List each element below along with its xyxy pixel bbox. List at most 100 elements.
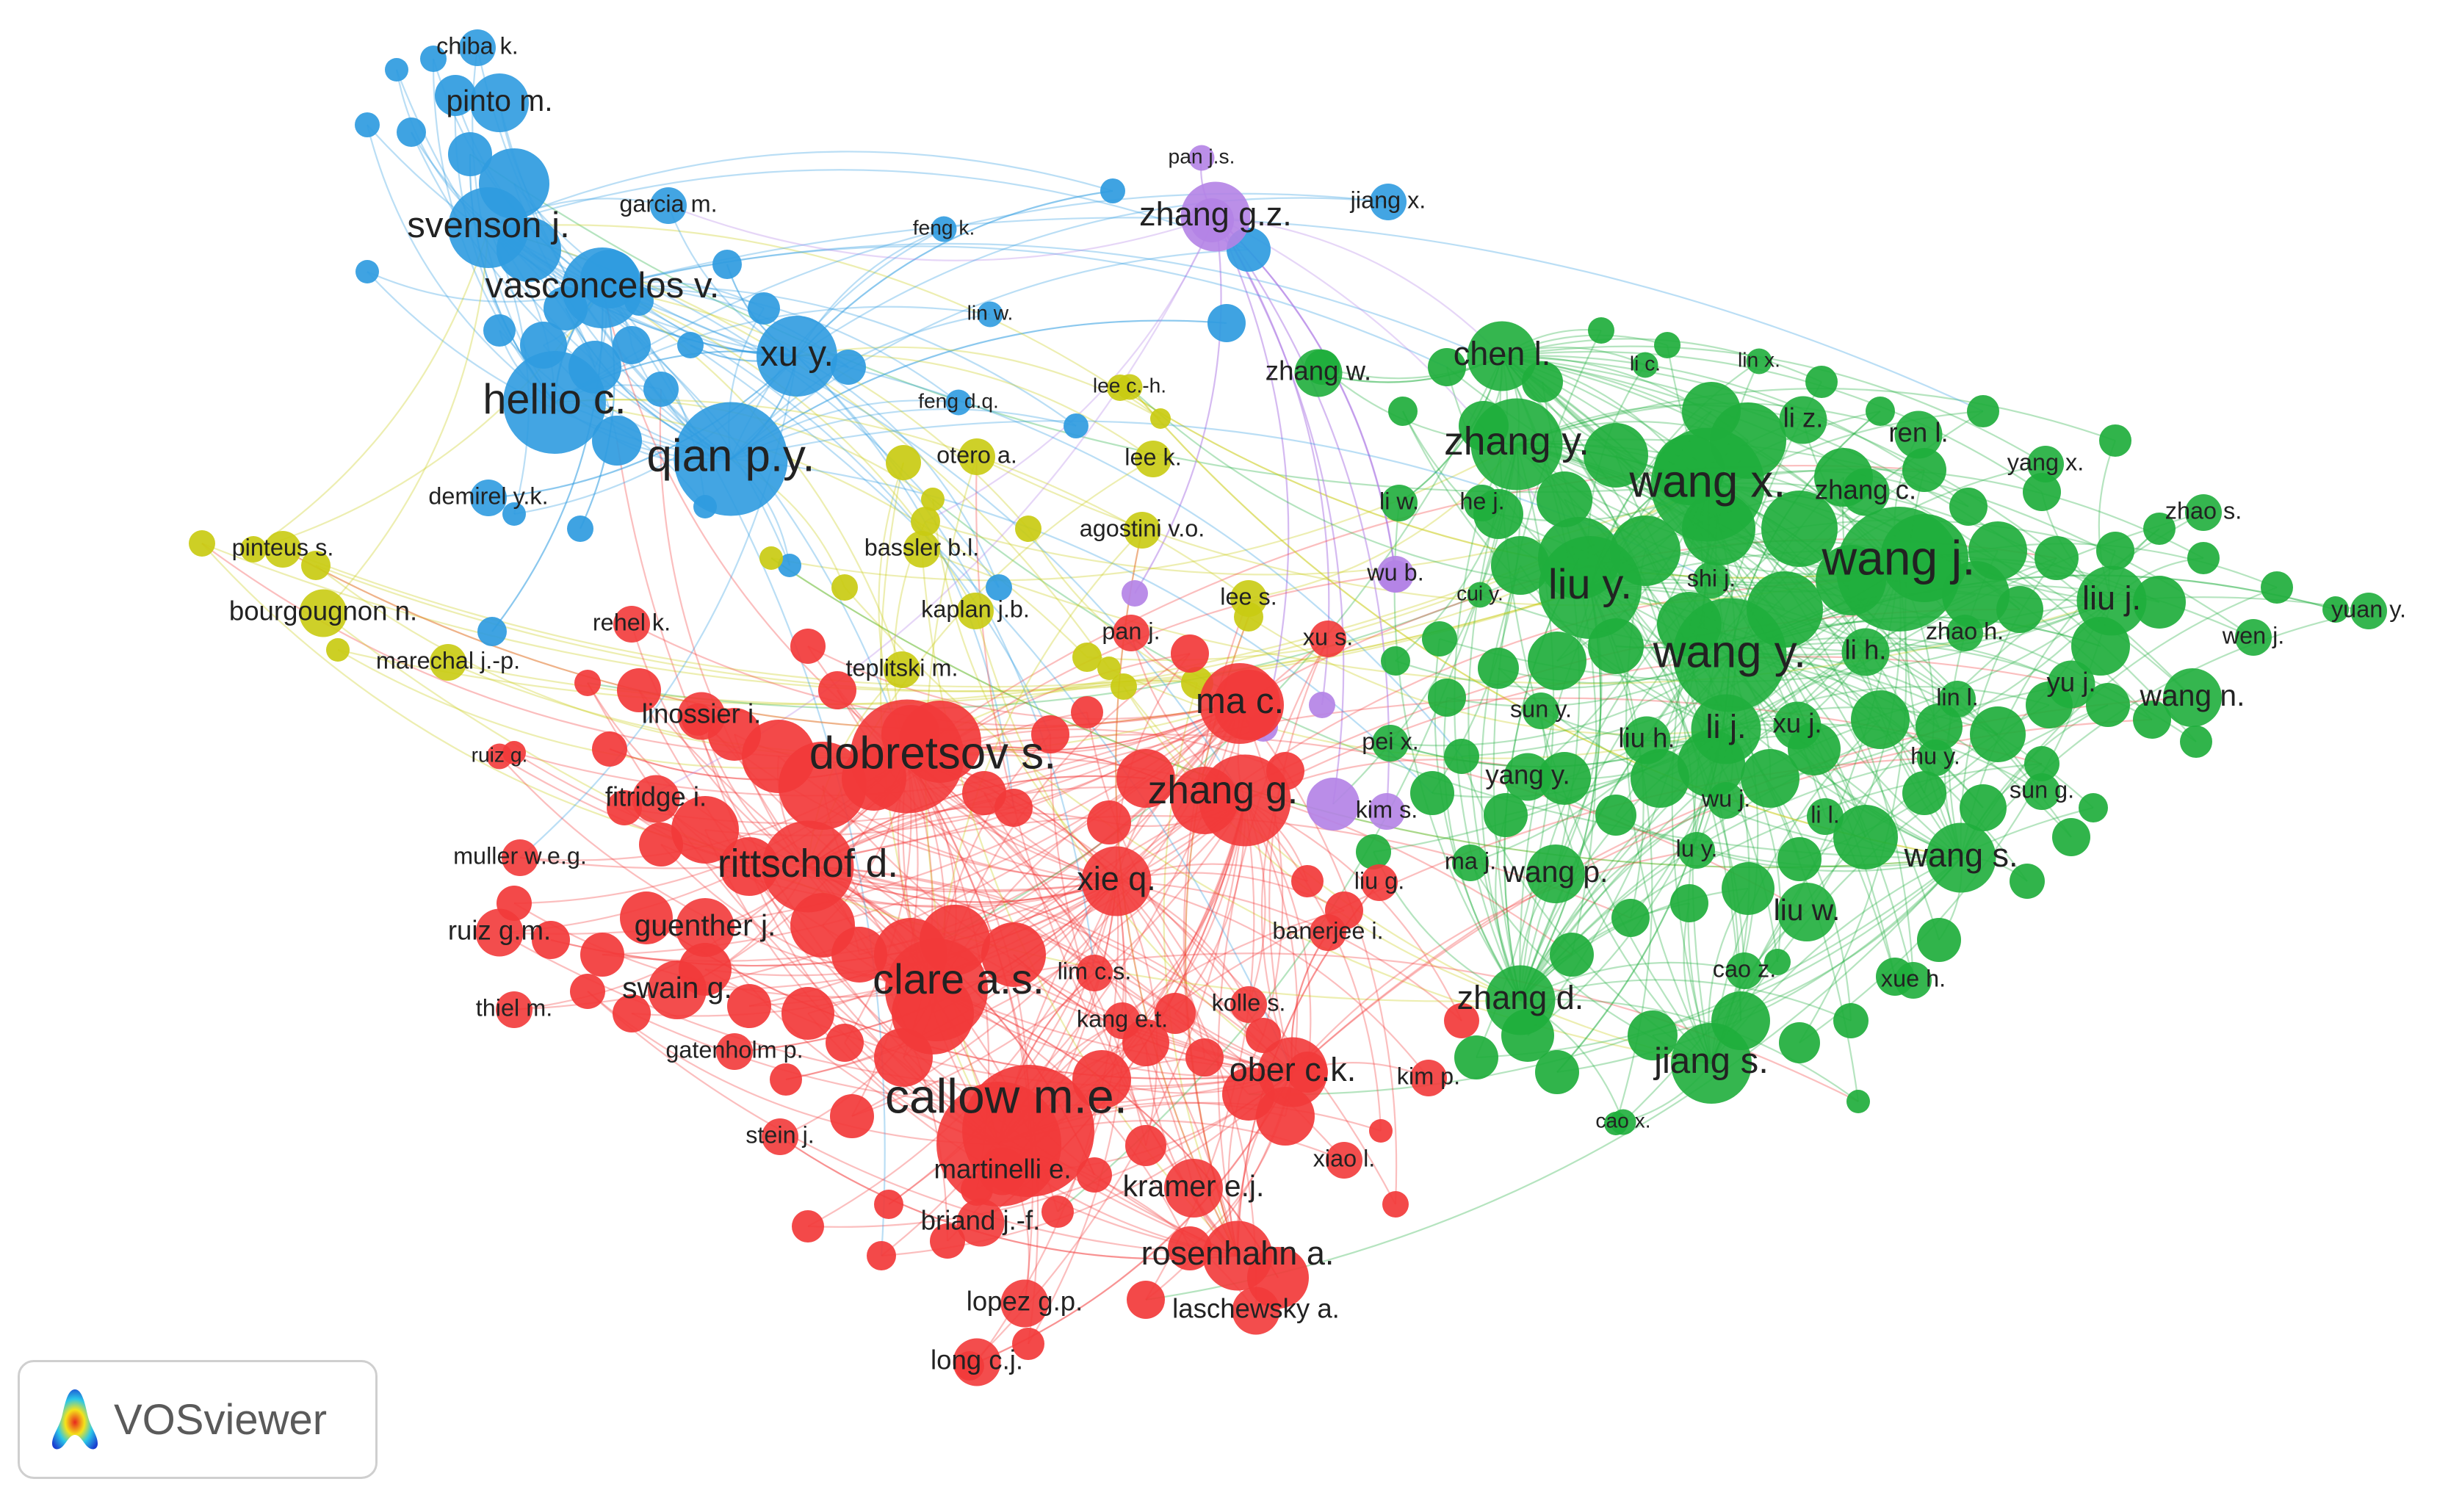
network-node[interactable]	[1539, 536, 1642, 639]
node-label[interactable]: hellio c.	[483, 376, 626, 423]
network-node[interactable]	[1164, 1159, 1223, 1218]
node-label[interactable]: kim s.	[1356, 797, 1418, 823]
node-label[interactable]: yu j.	[2046, 668, 2095, 698]
node-label[interactable]: teplitski m.	[846, 655, 958, 681]
network-node[interactable]	[448, 187, 529, 268]
node-label[interactable]: chiba k.	[436, 33, 519, 59]
network-node[interactable]	[1610, 1109, 1636, 1135]
network-node[interactable]	[1526, 844, 1585, 903]
node-label[interactable]: kolle s.	[1212, 990, 1286, 1016]
network-node[interactable]	[1368, 793, 1405, 830]
network-node[interactable]	[1113, 615, 1149, 651]
network-node[interactable]	[2235, 619, 2272, 656]
network-node[interactable]	[496, 991, 532, 1028]
network-node[interactable]	[648, 961, 707, 1019]
node-label[interactable]: lee s.	[1220, 584, 1277, 610]
network-node[interactable]	[1779, 396, 1827, 444]
network-node[interactable]	[1678, 832, 1715, 869]
node-label[interactable]: lin l.	[1936, 684, 1979, 711]
network-node[interactable]	[1377, 556, 1414, 593]
network-node[interactable]	[1180, 181, 1251, 252]
node-label[interactable]: wang s.	[1903, 836, 2018, 874]
network-node[interactable]	[470, 73, 529, 132]
node-label[interactable]: wang x.	[1629, 456, 1786, 507]
node-label[interactable]: wen j.	[2222, 623, 2285, 649]
node-label[interactable]: jiang s.	[1653, 1041, 1769, 1081]
network-node[interactable]	[613, 606, 650, 643]
network-node[interactable]	[1294, 349, 1343, 397]
network-node[interactable]	[503, 351, 606, 454]
network-node[interactable]	[757, 316, 837, 397]
network-node[interactable]	[1917, 739, 1954, 776]
network-node[interactable]	[1310, 914, 1346, 951]
node-label[interactable]: li c.	[1630, 351, 1661, 375]
network-node[interactable]	[945, 389, 972, 416]
node-label[interactable]: vasconcelos v.	[485, 265, 720, 305]
network-node[interactable]	[2350, 593, 2387, 629]
node-label[interactable]: dobretsov s.	[809, 728, 1057, 778]
node-label[interactable]: marechal j.-p.	[376, 648, 520, 674]
node-label[interactable]: li j.	[1706, 708, 1747, 745]
network-node[interactable]	[1116, 374, 1143, 400]
network-node[interactable]	[762, 820, 854, 913]
network-node[interactable]	[1894, 410, 1943, 459]
network-node[interactable]	[1836, 507, 1961, 632]
node-label[interactable]: kang e.t.	[1077, 1006, 1168, 1032]
network-node[interactable]	[1257, 1037, 1328, 1107]
node-label[interactable]: lee c.-h.	[1093, 373, 1166, 397]
node-label[interactable]: ma c.	[1196, 681, 1284, 721]
network-node[interactable]	[1650, 427, 1765, 542]
node-label[interactable]: wang j.	[1821, 530, 1975, 585]
node-label[interactable]: banerjee i.	[1272, 918, 1383, 944]
network-node[interactable]	[650, 187, 687, 224]
node-label[interactable]: ruiz g.	[472, 742, 528, 766]
node-label[interactable]: demirel y.k.	[428, 483, 548, 510]
node-label[interactable]: zhang w.	[1266, 356, 1371, 386]
network-node[interactable]	[502, 839, 538, 876]
network-node[interactable]	[470, 480, 507, 516]
network-node[interactable]	[1370, 184, 1407, 220]
node-label[interactable]: li z.	[1783, 403, 1824, 433]
node-label[interactable]: liu w.	[1774, 893, 1841, 927]
node-label[interactable]: pei x.	[1362, 728, 1418, 755]
network-node[interactable]	[1807, 798, 1844, 835]
network-node[interactable]	[1232, 1287, 1280, 1335]
node-label[interactable]: martinelli e.	[934, 1154, 1071, 1184]
network-node[interactable]	[1310, 621, 1346, 657]
network-node[interactable]	[1671, 1023, 1752, 1104]
node-label[interactable]: bourgougnon n.	[229, 596, 417, 626]
node-label[interactable]: lu y.	[1676, 836, 1718, 862]
network-node[interactable]	[674, 402, 788, 516]
node-label[interactable]: rehel k.	[593, 609, 671, 636]
node-label[interactable]: li w.	[1379, 488, 1419, 515]
network-node[interactable]	[1632, 352, 1658, 378]
node-label[interactable]: yuan y.	[2331, 596, 2406, 623]
node-label[interactable]: zhang g.z.	[1139, 195, 1292, 233]
node-label[interactable]: garcia m.	[619, 191, 717, 217]
network-node[interactable]	[1622, 716, 1671, 764]
network-node[interactable]	[677, 692, 726, 740]
network-node[interactable]	[850, 699, 964, 814]
node-label[interactable]: otero a.	[936, 442, 1017, 469]
network-node[interactable]	[1135, 441, 1171, 477]
node-label[interactable]: lee k.	[1124, 444, 1181, 471]
node-label[interactable]: shi j.	[1687, 565, 1736, 592]
node-label[interactable]: pinteus s.	[232, 535, 334, 561]
node-label[interactable]: wu j.	[1701, 786, 1751, 812]
network-node[interactable]	[475, 908, 524, 957]
network-node[interactable]	[1470, 398, 1563, 491]
network-node[interactable]	[978, 1147, 1027, 1196]
network-node[interactable]	[562, 247, 643, 328]
network-node[interactable]	[1672, 598, 1787, 712]
network-node[interactable]	[2076, 565, 2147, 636]
node-label[interactable]: wang y.	[1653, 626, 1806, 677]
network-node[interactable]	[676, 898, 734, 957]
node-label[interactable]: liu g.	[1354, 868, 1404, 894]
network-node[interactable]	[1467, 321, 1537, 391]
node-label[interactable]: bassler b.l.	[864, 535, 980, 561]
node-label[interactable]: feng k.	[913, 215, 975, 239]
node-label[interactable]: jiang x.	[1350, 187, 1426, 214]
network-node[interactable]	[1946, 615, 1983, 651]
node-label[interactable]: cao z.	[1713, 956, 1776, 983]
